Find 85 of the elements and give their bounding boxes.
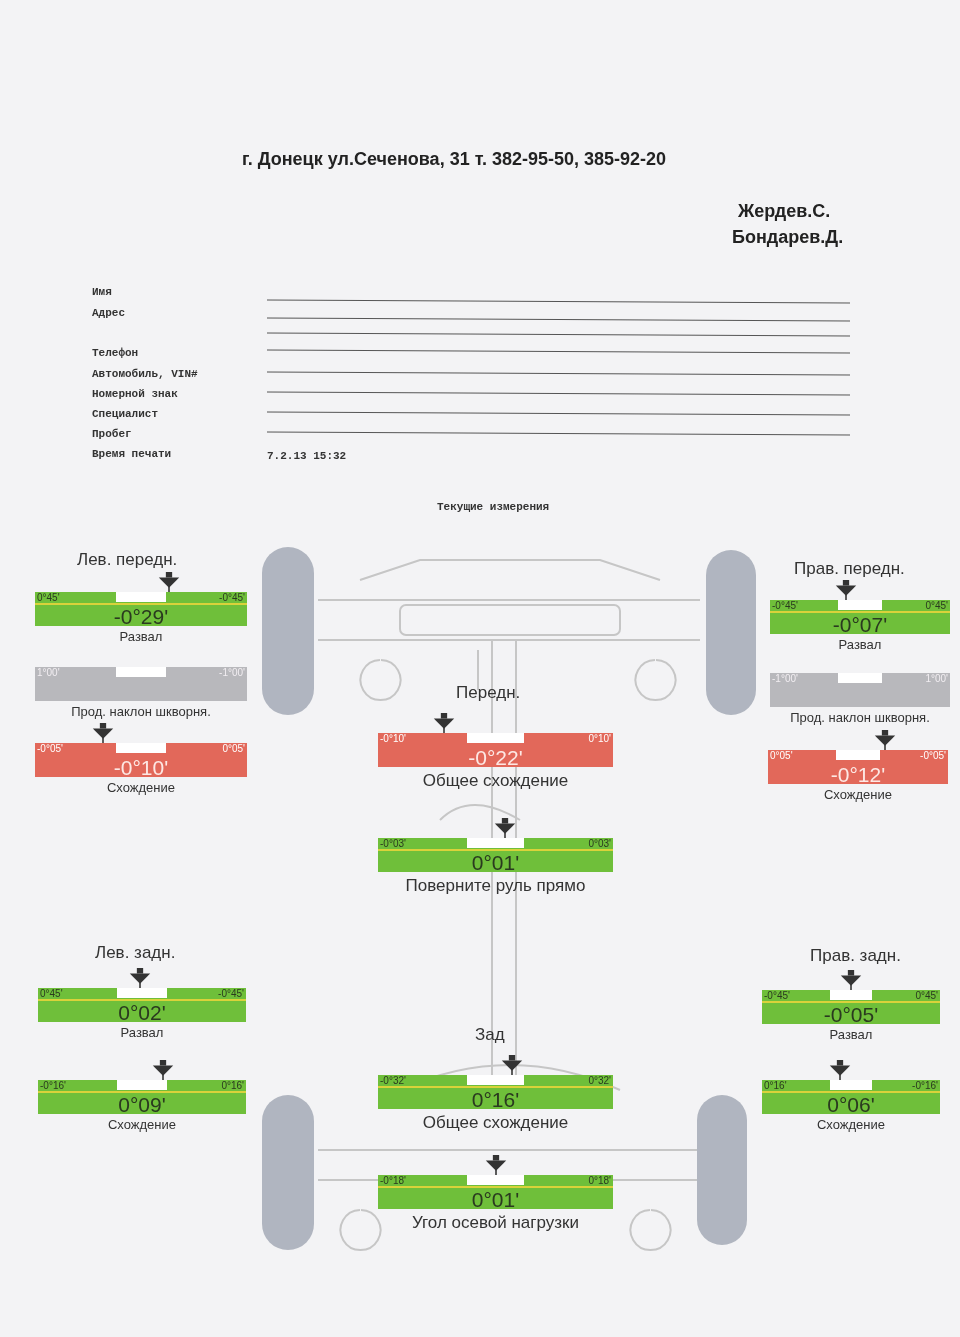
gauge-caption: Общее схождение xyxy=(422,1112,569,1134)
gauge-caption: Схождение xyxy=(107,779,175,797)
value-readout: 0°01' xyxy=(471,852,520,873)
gauge-bar xyxy=(35,743,247,777)
tick-label: -0°45' xyxy=(764,991,790,1001)
gauge-caption: Развал xyxy=(120,1024,164,1042)
form-label: Номерной знак xyxy=(92,388,178,402)
gauge-caption: Угол осевой нагрузки xyxy=(411,1212,579,1234)
tick-label: -0°16' xyxy=(40,1081,66,1091)
gauge-bar xyxy=(770,600,950,634)
tick-label: -0°18' xyxy=(380,1176,406,1186)
tick-label: 0°16' xyxy=(764,1081,787,1091)
gauge-caption: Схождение xyxy=(817,1116,885,1134)
tick-label: -0°03' xyxy=(380,839,406,849)
header-text: Текущие измерения xyxy=(437,501,550,515)
value-readout: -0°22' xyxy=(468,747,523,768)
tick-label: 0°45' xyxy=(37,593,60,603)
gauge-caption: Развал xyxy=(838,636,882,654)
gauge-bar xyxy=(35,667,247,701)
tick-label: -0°16' xyxy=(912,1081,938,1091)
tick-label: -0°45' xyxy=(772,601,798,611)
form-label: Время печати xyxy=(92,448,172,462)
gauge-bar xyxy=(378,838,613,872)
header-text: Бондарев.Д. xyxy=(732,226,844,249)
gauge-bar xyxy=(378,1175,613,1209)
tick-label: -0°45' xyxy=(218,989,244,999)
header-text: г. Донецк ул.Сеченова, 31 т. 382-95-50, 385-92-20 xyxy=(242,148,667,171)
gauge-caption: Прод. наклон шкворня. xyxy=(790,709,930,727)
value-readout: -0°29' xyxy=(113,606,169,627)
value-readout: 0°06' xyxy=(827,1094,875,1115)
gauge-bar xyxy=(770,673,950,707)
value-readout: -0°07' xyxy=(832,614,888,635)
wheel-heading: Прав. передн. xyxy=(794,558,905,580)
tick-label: 1°00' xyxy=(925,674,948,684)
form-label: Телефон xyxy=(92,347,139,361)
tick-label: -1°00' xyxy=(219,668,245,678)
value-readout: -0°05' xyxy=(823,1004,879,1025)
gauge-bar xyxy=(35,592,247,626)
form-label: Специалист xyxy=(92,408,158,422)
gauge-bar xyxy=(378,1075,613,1109)
wheel-heading: Лев. задн. xyxy=(95,942,176,964)
wheel-heading: Прав. задн. xyxy=(810,945,901,967)
gauge-bar xyxy=(768,750,948,784)
tick-label: -0°05' xyxy=(920,751,946,761)
gauge-bar xyxy=(762,990,940,1024)
tick-label: 0°10' xyxy=(588,734,611,744)
gauge-bar xyxy=(38,988,246,1022)
tick-label: 0°16' xyxy=(221,1081,244,1091)
wheel-heading: Передн. xyxy=(456,682,521,704)
value-readout: -0°12' xyxy=(830,764,886,785)
value-readout: 0°16' xyxy=(471,1089,520,1110)
tick-label: -0°32' xyxy=(380,1076,406,1086)
header-text: Жердев.С. xyxy=(738,200,831,223)
form-label: Имя xyxy=(92,286,112,300)
form-label: Адрес xyxy=(92,307,125,321)
tick-label: 0°45' xyxy=(925,601,948,611)
tick-label: 0°18' xyxy=(588,1176,611,1186)
form-label: 7.2.13 15:32 xyxy=(267,450,347,464)
gauge-caption: Схождение xyxy=(824,786,892,804)
gauge-caption: Развал xyxy=(119,628,163,646)
gauge-caption: Схождение xyxy=(108,1116,176,1134)
tick-label: -0°45' xyxy=(219,593,245,603)
gauge-caption: Развал xyxy=(829,1026,873,1044)
value-readout: -0°10' xyxy=(113,757,169,778)
gauge-bar xyxy=(762,1080,940,1114)
tick-label: 0°05' xyxy=(222,744,245,754)
gauge-caption: Общее схождение xyxy=(422,770,569,792)
tick-label: -0°10' xyxy=(380,734,406,744)
wheel-heading: Зад xyxy=(475,1024,505,1046)
wheel-heading: Лев. передн. xyxy=(77,549,178,571)
tick-label: -0°05' xyxy=(37,744,63,754)
gauge-caption: Прод. наклон шкворня. xyxy=(71,703,211,721)
tick-label: 0°32' xyxy=(588,1076,611,1086)
tick-label: 0°03' xyxy=(588,839,611,849)
tick-label: 0°05' xyxy=(770,751,793,761)
gauge-caption: Поверните руль прямо xyxy=(405,875,586,897)
tick-label: 0°45' xyxy=(915,991,938,1001)
form-label: Пробег xyxy=(92,428,132,442)
form-label: Автомобиль, VIN# xyxy=(92,368,198,382)
gauge-bar xyxy=(38,1080,246,1114)
value-readout: 0°09' xyxy=(118,1094,166,1115)
tick-label: 0°45' xyxy=(40,989,63,999)
value-readout: 0°02' xyxy=(118,1002,166,1023)
gauge-bar xyxy=(378,733,613,767)
value-readout: 0°01' xyxy=(471,1189,520,1210)
